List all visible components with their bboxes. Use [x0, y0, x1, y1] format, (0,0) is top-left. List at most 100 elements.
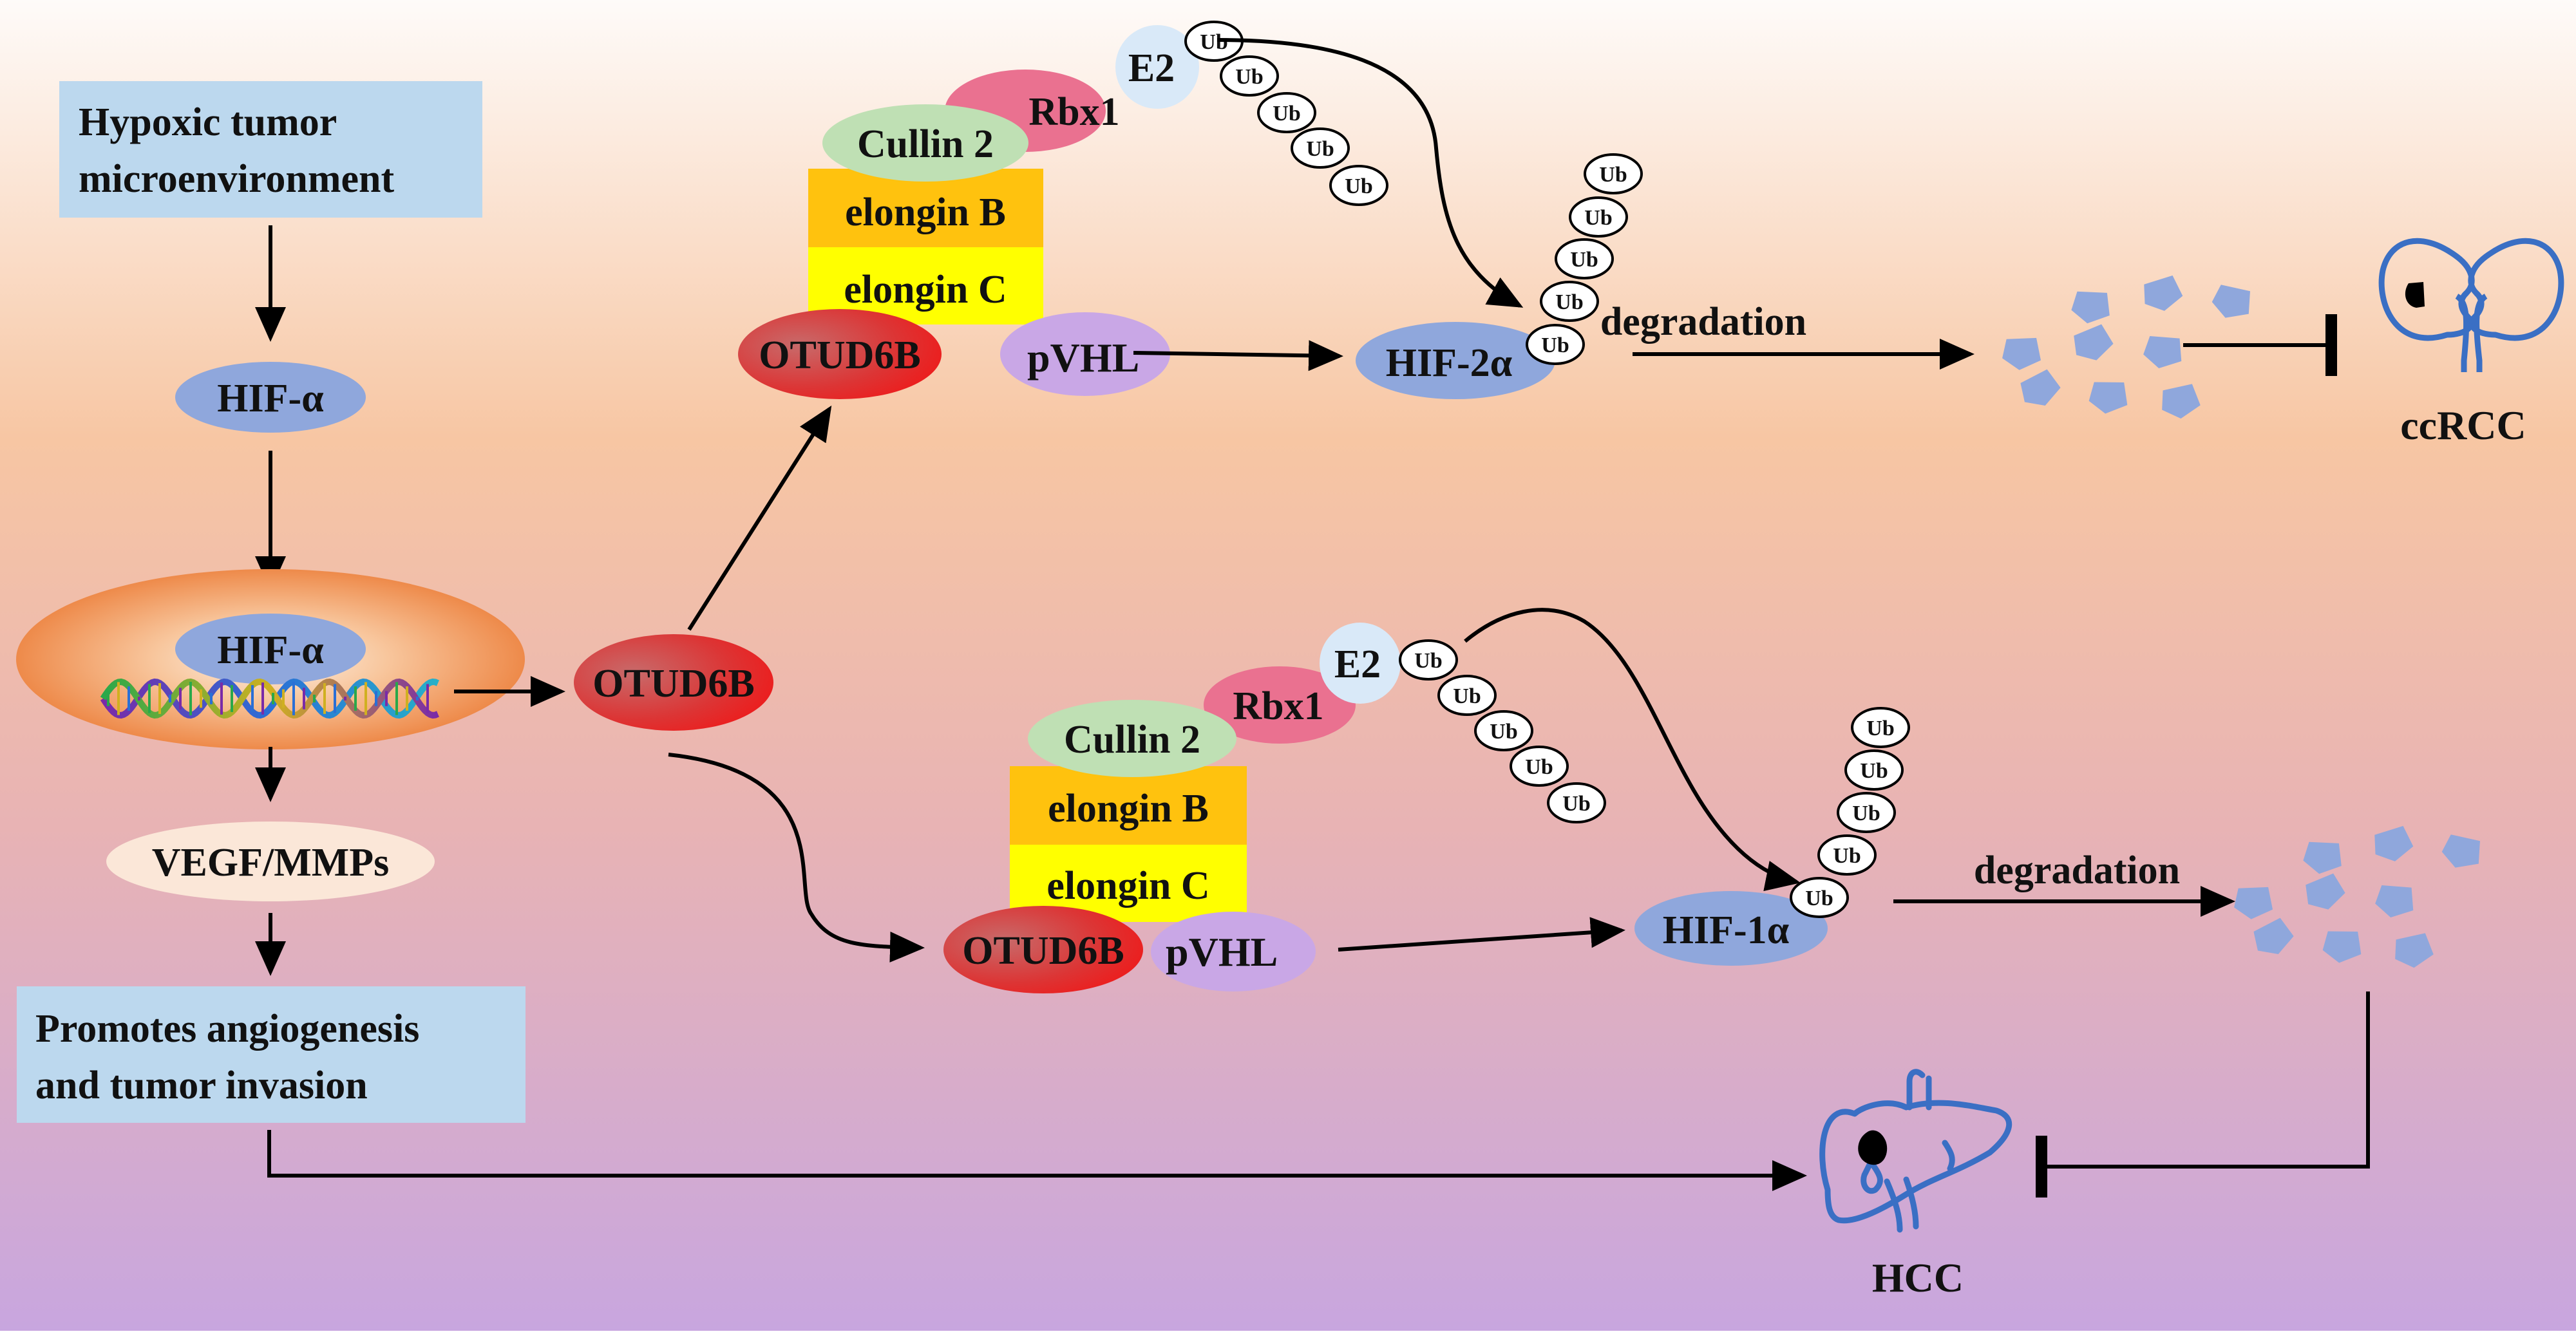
liver-tumor-spot [1858, 1130, 1888, 1165]
hif1a-node: HIF-1α [1634, 891, 1828, 966]
rbx1-label-bottom: Rbx1 [1233, 684, 1323, 728]
ub-label: Ub [1541, 334, 1569, 357]
fragment-shape [2074, 324, 2114, 361]
ub-bead: Ub [1851, 707, 1910, 748]
hif2a-label: HIF-2α [1386, 341, 1512, 385]
ub-label: Ub [1860, 759, 1888, 783]
ub-label: Ub [1805, 887, 1833, 910]
vegf-label: VEGF/MMPs [152, 841, 390, 885]
ub-bead: Ub [1844, 749, 1904, 791]
e2-label-bottom: E2 [1334, 643, 1381, 686]
elongin-c-label-top: elongin C [844, 268, 1007, 312]
e2-label-top: E2 [1128, 46, 1175, 90]
hif-alpha-label-top: HIF-α [217, 377, 323, 420]
ub-label: Ub [1833, 844, 1861, 868]
fragment-shape [2071, 291, 2110, 324]
arrow-ub-transfer-bottom [1464, 608, 1801, 892]
degraded-fragments-bottom [2234, 825, 2481, 968]
fragment-shape [2088, 382, 2128, 414]
cullin2-label-bottom: Cullin 2 [1064, 718, 1200, 762]
ub-label: Ub [1490, 720, 1517, 744]
arrow-otud6b-to-upper-complex [687, 405, 832, 631]
fragment-shape [2253, 917, 2294, 954]
degradation-label-top: degradation [1600, 300, 1806, 344]
promotes-label-line2: and tumor invasion [35, 1064, 368, 1107]
cullin2-node-top [822, 104, 1028, 182]
ub-bead: Ub [1837, 792, 1896, 833]
ub-bead: Ub [1790, 877, 1849, 918]
hcc-label: HCC [1872, 1255, 1964, 1301]
otud6b-node-center: OTUD6B [574, 634, 773, 731]
otud6b-node-bottom [943, 906, 1143, 993]
nucleus: HIF-α [16, 569, 525, 749]
e2-node-bottom [1320, 623, 1401, 704]
ub-bead: Ub [1555, 238, 1614, 279]
ub-label: Ub [1306, 137, 1334, 161]
fragment-shape [2395, 933, 2434, 968]
ub-label: Ub [1562, 792, 1590, 816]
kidney-tumor-spot [2405, 282, 2425, 308]
ub-bead: Ub [1569, 196, 1628, 238]
ub-bead: Ub [1526, 324, 1585, 365]
ub-bead: Ub [1584, 153, 1643, 194]
arrow-promotes-to-hcc [267, 1130, 1807, 1191]
fragment-shape [2306, 873, 2345, 910]
hif-alpha-node-nucleus [175, 614, 366, 684]
ub-bead: Ub [1257, 92, 1316, 133]
ub-label: Ub [1866, 717, 1894, 740]
ub-bead: Ub [1291, 127, 1350, 169]
inhibit-hcc [2036, 991, 2370, 1198]
dna-helix-icon [100, 678, 439, 719]
liver-icon [1819, 1069, 2012, 1233]
hif2a-node: HIF-2α [1356, 322, 1555, 399]
promotes-box: Promotes angiogenesis and tumor invasion [17, 986, 526, 1123]
hypoxic-box: Hypoxic tumor microenvironment [59, 81, 482, 218]
e2-node-top [1115, 25, 1199, 109]
otud6b-label-top: OTUD6B [759, 334, 920, 377]
elongin-b-label-top: elongin B [845, 191, 1006, 234]
fragment-shape [2375, 885, 2414, 917]
vegf-node: VEGF/MMPs [106, 822, 435, 901]
elongin-c-label-bottom: elongin C [1046, 864, 1209, 908]
ub-label: Ub [1453, 684, 1481, 708]
pvhl-label-top: pVHL [1027, 335, 1139, 380]
ub-label: Ub [1599, 163, 1627, 187]
hypoxic-label-line2: microenvironment [79, 157, 395, 201]
elongin-b-label-bottom: elongin B [1048, 787, 1209, 831]
hif-alpha-label-nucleus: HIF-α [217, 628, 323, 672]
fragment-shape [2211, 285, 2251, 318]
promotes-label-line1: Promotes angiogenesis [35, 1007, 419, 1051]
fragment-shape [2322, 931, 2362, 963]
ub-label: Ub [1200, 30, 1227, 54]
ub-bead: Ub [1510, 746, 1569, 787]
ub-label: Ub [1584, 206, 1612, 230]
fragment-shape [2374, 825, 2414, 861]
ub-label: Ub [1570, 248, 1598, 272]
fragment-shape [2020, 369, 2061, 406]
degradation-label-bottom: degradation [1974, 849, 2180, 892]
ub-bead: Ub [1817, 834, 1877, 876]
otud6b-node-top [738, 309, 942, 399]
ub-bead: Ub [1184, 21, 1244, 62]
ub-bead: Ub [1399, 639, 1458, 681]
rbx1-label-top: Rbx1 [1028, 90, 1119, 134]
cullin2-label-top: Cullin 2 [857, 122, 994, 166]
ub-bead: Ub [1540, 281, 1599, 322]
fragment-shape [2144, 275, 2183, 311]
ub-label: Ub [1235, 65, 1263, 89]
otud6b-label-center: OTUD6B [592, 662, 754, 706]
pvhl-label-bottom: pVHL [1166, 929, 1278, 975]
hypoxic-label-line1: Hypoxic tumor [79, 100, 337, 144]
hif-alpha-node-top: HIF-α [175, 362, 366, 433]
arrow-pvhl-to-hif2a [1133, 340, 1343, 371]
pvhl-node-bottom [1151, 912, 1316, 991]
upper-complex: elongin B elongin C pVHL OTUD6B Cullin 2… [738, 21, 1388, 399]
ub-label: Ub [1852, 802, 1880, 825]
ub-label: Ub [1345, 174, 1372, 198]
ub-label: Ub [1555, 290, 1583, 314]
